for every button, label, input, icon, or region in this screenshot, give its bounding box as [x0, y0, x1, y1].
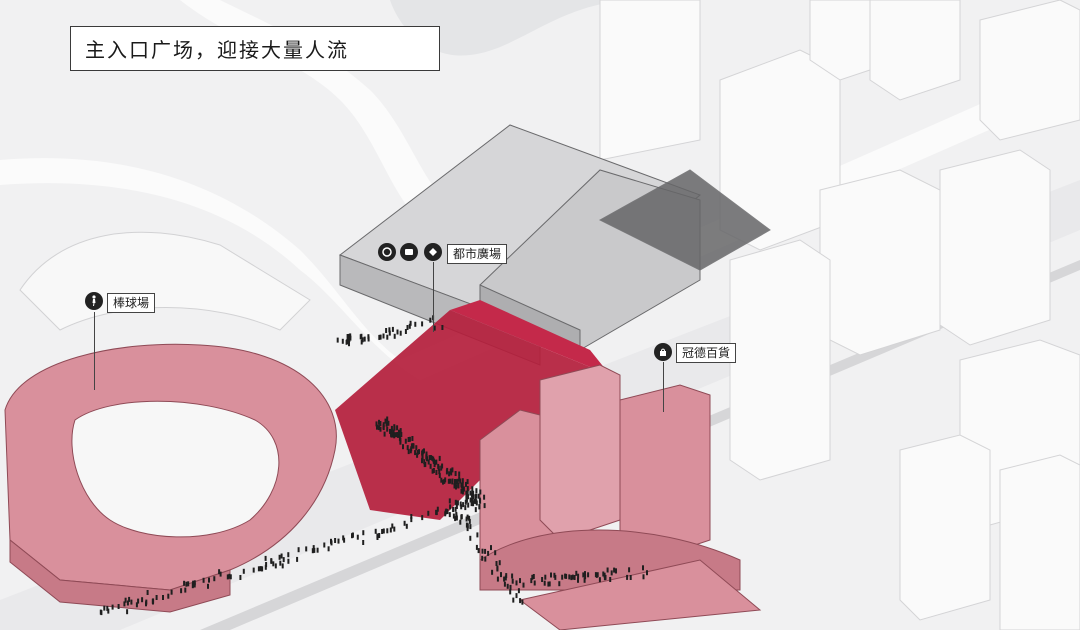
shopping-bag-icon: [654, 343, 672, 361]
city-blocks: [599, 0, 1080, 630]
river-shape: [0, 0, 640, 56]
bus-icon: [400, 243, 418, 261]
city-plaza-building: [338, 124, 771, 366]
metro-icon: [378, 243, 396, 261]
crowd-figures: [99, 315, 648, 616]
label-baseball: 棒球場: [107, 293, 156, 313]
page-title: 主入口广场，迎接大量人流: [70, 26, 440, 71]
leader-baseball: [94, 312, 95, 390]
leader-dept-store: [663, 362, 664, 412]
main-plaza: [335, 300, 610, 520]
leader-city-plaza: [433, 262, 434, 332]
dept-store-building: [479, 364, 762, 630]
road-curve-2: [180, 0, 460, 230]
baseball-field-ground: [19, 231, 311, 331]
train-icon: [424, 243, 442, 261]
label-dept-store: 冠德百貨: [676, 343, 737, 363]
pedestrian-icon: [85, 292, 103, 310]
stadium: [4, 343, 337, 613]
label-city-plaza: 都市廣場: [447, 244, 508, 264]
